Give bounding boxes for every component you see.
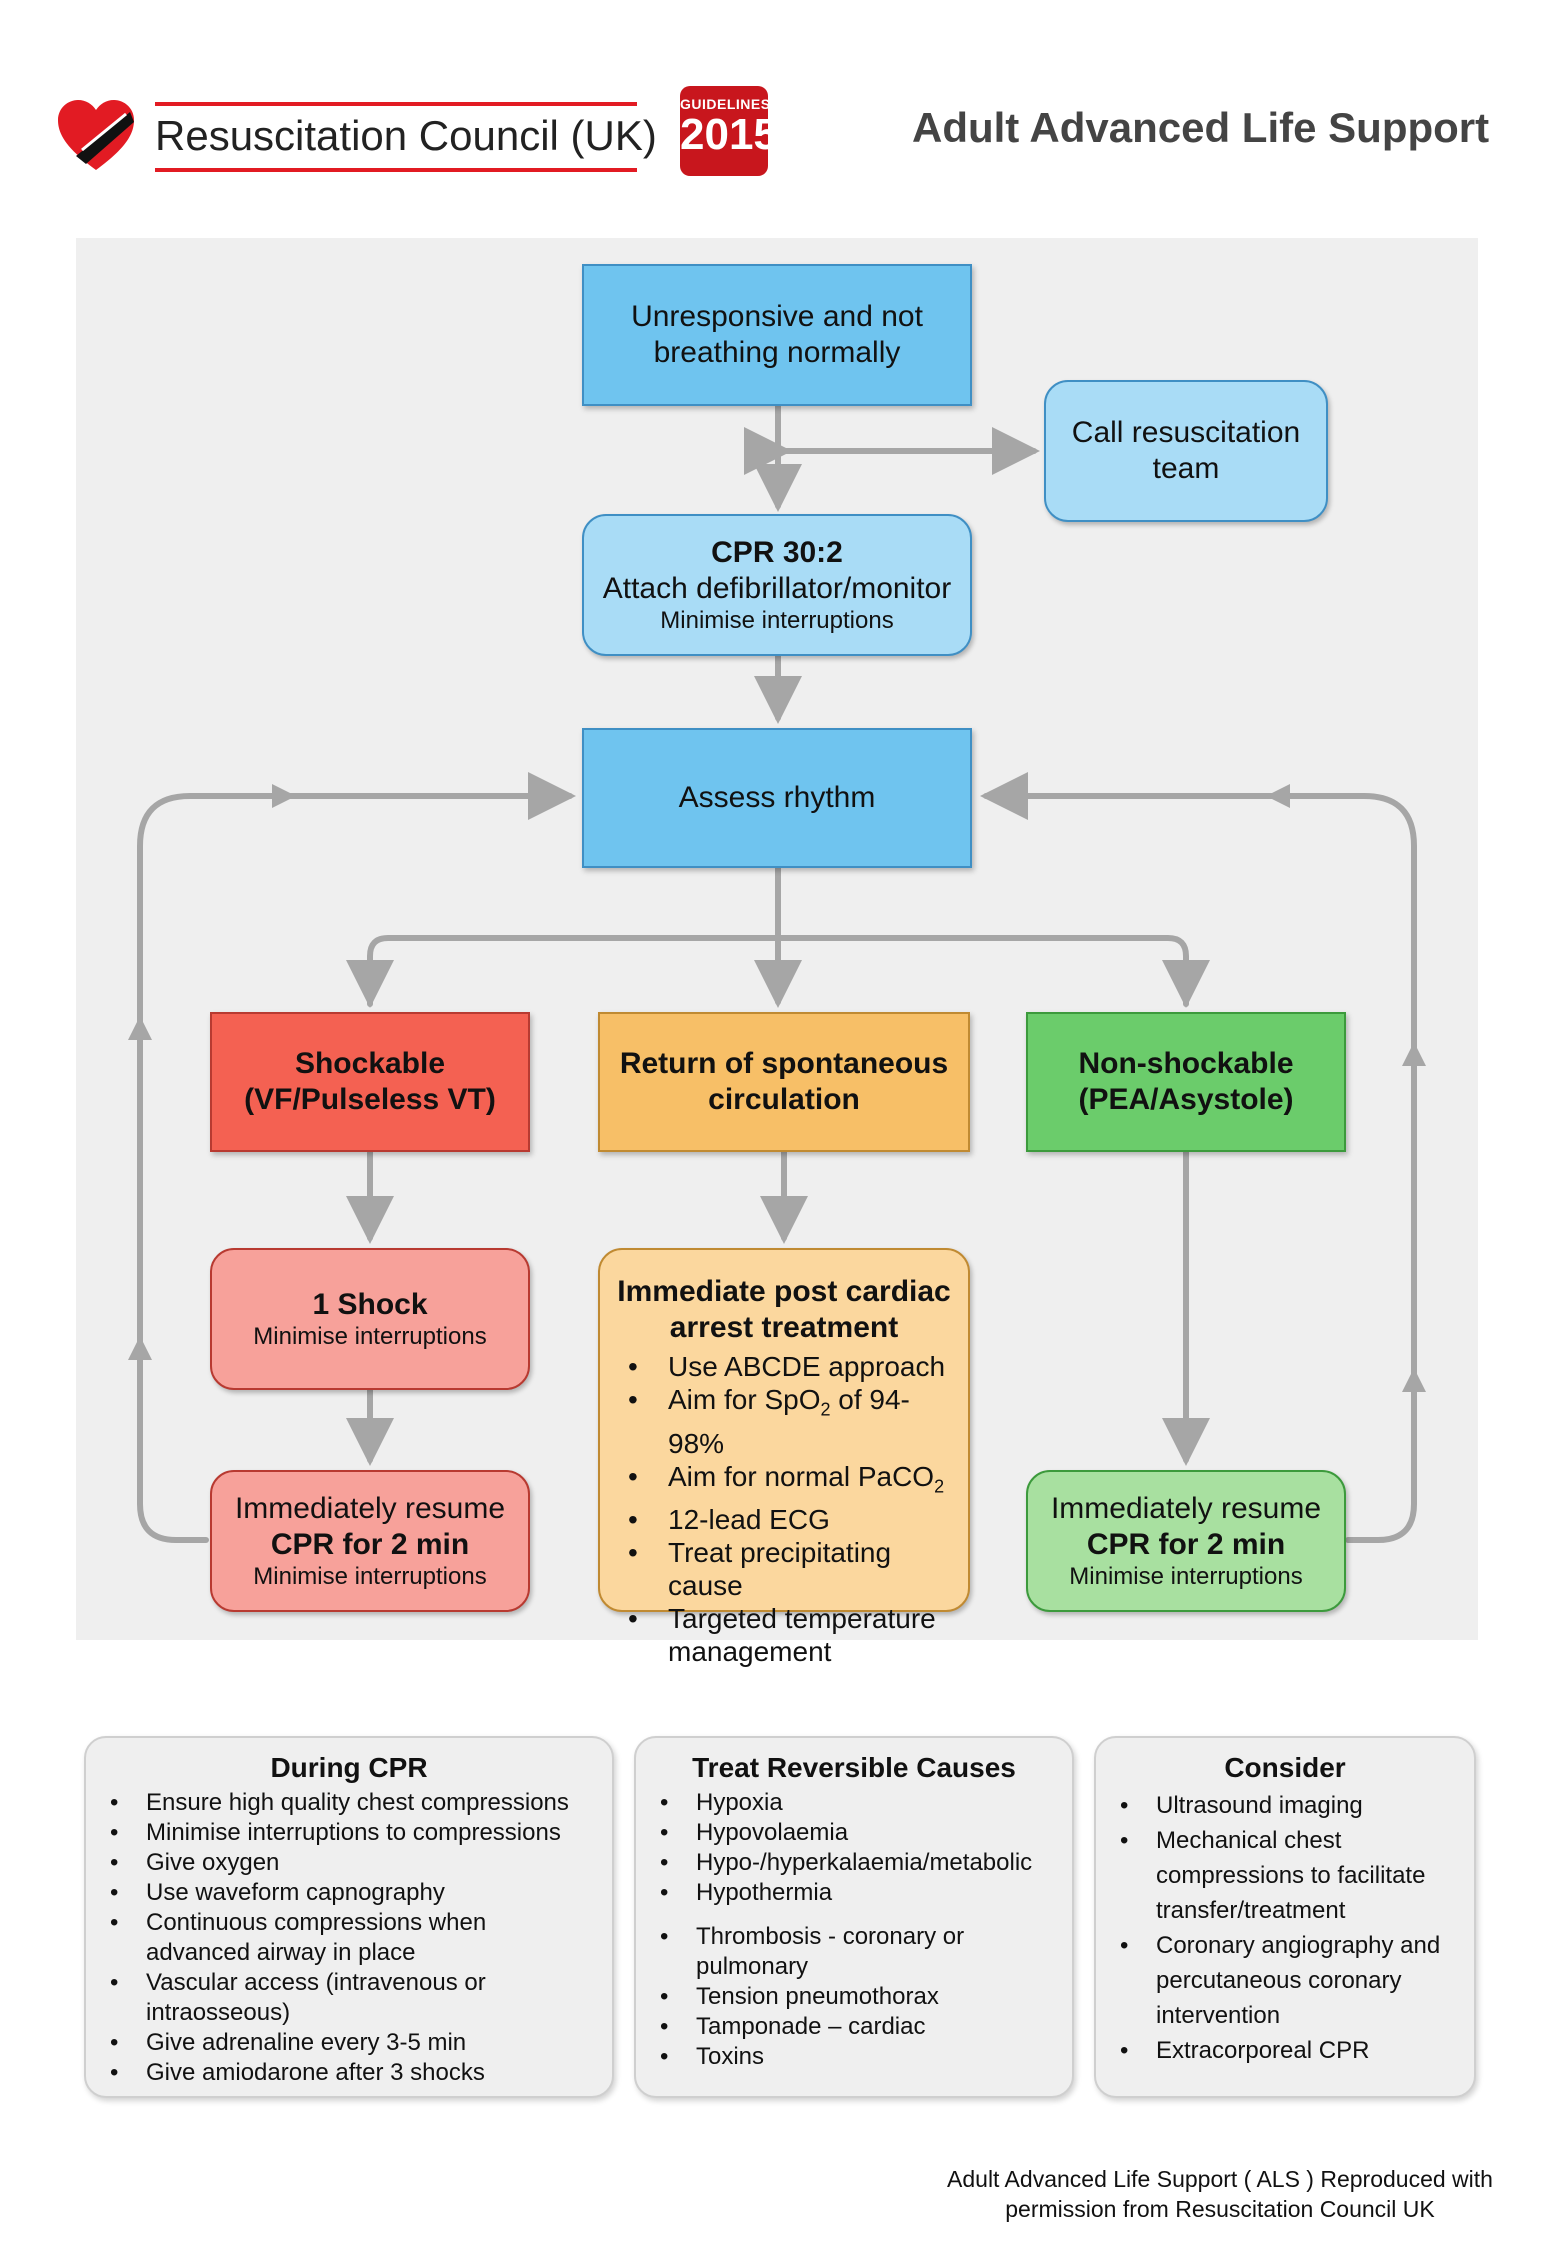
loop-left-mid-arrow-2 [128,1016,152,1040]
list-item: Mechanical chest compressions to facilit… [1112,1823,1456,1928]
resume-left-line2: CPR for 2 min [270,1528,470,1561]
list-item: 12-lead ECG [614,1503,954,1536]
list-item: Targeted temperature management [614,1602,954,1668]
loop-right-mid-arrow-1 [1402,1368,1426,1392]
brand-bottom-line [155,168,637,172]
during-cpr-box: During CPR Ensure high quality chest com… [84,1736,614,2098]
list-item: Give amiodarone after 3 shocks [102,2058,596,2088]
shockable-line2: (VF/Pulseless VT) [244,1083,496,1116]
resume-left-line1: Immediately resume [234,1492,506,1525]
loop-left [137,772,576,1543]
list-item: Vascular access (intravenous or intraoss… [102,1968,506,2028]
list-item: Use ABCDE approach [614,1350,954,1383]
loop-left-top-arrow [272,784,296,808]
call-team-text: Call resuscitation team [1071,416,1301,485]
cpr-title: CPR 30:2 [711,536,843,569]
reversible-title: Treat Reversible Causes [692,1752,1016,1783]
list-item: Hypovolaemia [652,1818,1056,1848]
list-item: Use waveform capnography [102,1878,596,1908]
shock-box: 1 Shock Minimise interruptions [210,1248,530,1390]
post-arrest-box: Immediate post cardiac arrest treatment … [598,1248,970,1667]
footnote-line1: Adult Advanced Life Support ( ALS ) Repr… [947,2166,1493,2192]
loop-right-mid-arrow-2 [1402,1042,1426,1066]
resume-cpr-left-box: Immediately resume CPR for 2 min Minimis… [210,1470,530,1612]
list-item: Minimise interruptions to compressions [102,1818,596,1848]
list-item: Tension pneumothorax [652,1982,1056,2012]
cpr-box: CPR 30:2 Attach defibrillator/monitor Mi… [582,514,972,656]
unresponsive-box: Unresponsive and not breathing normally [582,264,972,406]
post-arrest-title2: arrest treatment [669,1311,899,1344]
list-item: Hypo-/hyperkalaemia/metabolic [652,1848,1056,1878]
post-arrest-list: Use ABCDE approach Aim for SpO2 of 94-98… [614,1350,954,1668]
list-item: Ensure high quality chest compressions [102,1788,596,1818]
footnote-line2: permission from Resuscitation Council UK [1005,2196,1435,2222]
list-item: Give oxygen [102,1848,596,1878]
consider-title: Consider [1224,1752,1346,1783]
list-item: Coronary angiography and percutaneous co… [1112,1928,1476,2033]
resume-right-line1: Immediately resume [1050,1492,1322,1525]
resume-right-line3: Minimise interruptions [1069,1563,1303,1590]
assess-rhythm-text: Assess rhythm [678,781,876,814]
page-title: Adult Advanced Life Support [912,104,1490,151]
badge-year: 2015 [680,110,778,159]
list-item: Tamponade – cardiac [652,2012,1056,2042]
rosc-line1: Return of spontaneous [619,1047,949,1080]
loop-left-mid-arrow-1 [128,1336,152,1360]
consider-box: Consider Ultrasound imaging Mechanical c… [1094,1736,1476,2098]
rosc-box: Return of spontaneous circulation [598,1012,970,1152]
reversible-causes-box: Treat Reversible Causes Hypoxia Hypovola… [634,1736,1074,2098]
list-item: Continuous compressions when advanced ai… [102,1908,506,1968]
list-item: Hypothermia [652,1878,1056,1908]
consider-list: Ultrasound imaging Mechanical chest comp… [1112,1788,1458,2068]
list-item: Aim for normal PaCO2 [614,1460,954,1504]
brand-top-line [155,102,637,106]
resume-right-line2: CPR for 2 min [1086,1528,1286,1561]
during-cpr-list: Ensure high quality chest compressions M… [102,1788,596,2088]
list-item: Hypoxia [652,1788,1056,1818]
shockable-box: Shockable (VF/Pulseless VT) [210,1012,530,1152]
rosc-line2: circulation [708,1083,860,1116]
reversible-list: Hypoxia Hypovolaemia Hypo-/hyperkalaemia… [652,1788,1056,2072]
loop-right [980,772,1417,1543]
unresponsive-text: Unresponsive and not breathing normally [631,300,923,369]
list-item: Treat precipitating cause [614,1536,954,1602]
cpr-line2: Attach defibrillator/monitor [602,572,952,605]
list-item: Ultrasound imaging [1112,1788,1458,1823]
nonshockable-box: Non-shockable (PEA/Asystole) [1026,1012,1346,1152]
shock-sub: Minimise interruptions [253,1323,487,1350]
shockable-line1: Shockable [294,1047,446,1080]
list-item: Toxins [652,2042,1056,2072]
list-item: Thrombosis - coronary or pulmonary [652,1922,1016,1982]
during-cpr-title: During CPR [270,1752,428,1783]
call-team-box: Call resuscitation team [1044,380,1328,522]
cpr-line3: Minimise interruptions [660,607,894,634]
brand-name: Resuscitation Council (UK) [155,112,657,159]
post-arrest-title1: Immediate post cardiac [617,1275,951,1308]
nonshockable-line2: (PEA/Asystole) [1078,1083,1294,1116]
resume-left-line3: Minimise interruptions [253,1563,487,1590]
list-item: Aim for SpO2 of 94-98% [614,1383,954,1460]
nonshockable-line1: Non-shockable [1078,1047,1294,1080]
heart-logo-icon [58,100,134,170]
flow-connectors [128,403,1426,1543]
header: Resuscitation Council (UK) GUIDELINES 20… [0,0,1556,200]
list-item: Give adrenaline every 3-5 min [102,2028,596,2058]
loop-right-top-arrow [1266,784,1290,808]
shock-title: 1 Shock [312,1288,428,1321]
guidelines-badge-icon: GUIDELINES 2015 [680,86,778,176]
list-item: Extracorporeal CPR [1112,2033,1458,2068]
badge-label: GUIDELINES [680,96,771,112]
assess-rhythm-box: Assess rhythm [582,728,972,868]
resume-cpr-right-box: Immediately resume CPR for 2 min Minimis… [1026,1470,1346,1612]
footnote: Adult Advanced Life Support ( ALS ) Repr… [900,2164,1540,2224]
